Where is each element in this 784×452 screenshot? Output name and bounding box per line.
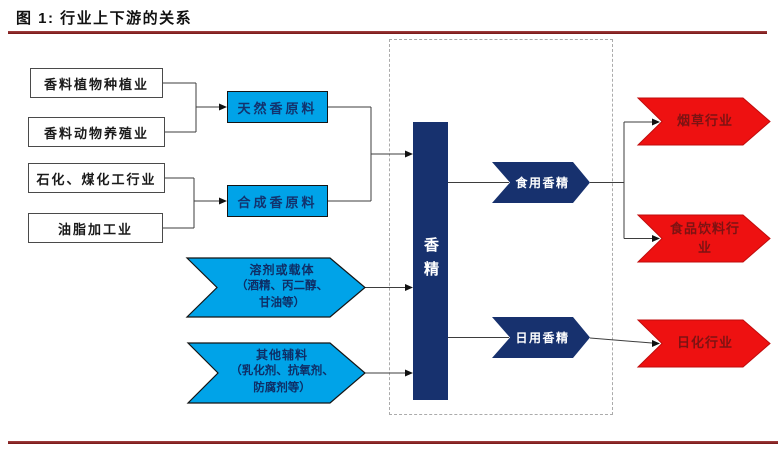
other-additives-name: 其他辅料 — [255, 348, 308, 362]
supplier-box-petrochemical: 石化、煤化工行业 — [28, 163, 165, 193]
supplier-label: 油脂加工业 — [57, 221, 133, 237]
daily-essence-label: 日用香精 — [515, 331, 570, 345]
supplier-box-oil-processing: 油脂加工业 — [28, 213, 163, 243]
essence-core-box: 香精 — [413, 122, 448, 400]
top-rule — [8, 31, 767, 34]
solvent-carrier-chevron-shape — [185, 257, 366, 318]
arrowhead-icon — [405, 284, 413, 291]
solvent-carrier-examples: （酒精、丙二醇、甘油等） — [236, 280, 328, 310]
food-beverage-industry-label: 食品饮料行业 — [669, 221, 740, 255]
tobacco-industry-arrow-shape — [636, 97, 771, 146]
other-additives-chevron-shape — [186, 342, 366, 404]
arrowhead-icon — [652, 340, 660, 347]
arrowhead-icon — [219, 103, 227, 111]
supplier-box-spice-animal: 香料动物养殖业 — [28, 117, 165, 147]
arrowheads — [219, 103, 660, 377]
raw-material-box-synthetic: 合成香原料 — [227, 185, 328, 217]
edible-essence-label: 食用香精 — [515, 176, 570, 190]
supplier-box-spice-plant: 香料植物种植业 — [30, 68, 163, 98]
food-beverage-industry-arrow-shape — [636, 214, 771, 263]
bottom-rule — [8, 441, 778, 444]
connector-lines — [163, 82, 653, 374]
figure-title: 图 1: 行业上下游的关系 — [16, 10, 193, 27]
arrowhead-icon — [652, 235, 660, 242]
tobacco-industry-label: 烟草行业 — [676, 113, 733, 129]
supplier-label: 石化、煤化工行业 — [36, 171, 157, 187]
raw-material-box-natural: 天然香原料 — [227, 91, 328, 123]
arrowhead-icon — [405, 369, 413, 377]
raw-material-label: 合成香原料 — [237, 194, 318, 210]
arrowhead-icon — [405, 150, 413, 158]
daily-chemical-industry-arrow-shape — [636, 319, 771, 368]
supplier-label: 香料植物种植业 — [43, 76, 149, 92]
solvent-carrier-name: 溶剂或载体 — [249, 263, 315, 277]
edible-essence-arrow-shape — [492, 162, 590, 203]
fragrance-sector-boundary — [389, 39, 613, 415]
supplier-label: 香料动物养殖业 — [43, 125, 149, 141]
arrowhead-icon — [219, 197, 227, 205]
essence-core-label: 香精 — [422, 237, 439, 285]
daily-essence-arrow-shape — [492, 317, 590, 358]
raw-material-label: 天然香原料 — [237, 100, 318, 116]
daily-chemical-industry-label: 日化行业 — [676, 335, 733, 351]
arrowhead-icon — [652, 118, 660, 126]
other-additives-examples: （乳化剂、抗氧剂、防腐剂等） — [230, 365, 334, 395]
